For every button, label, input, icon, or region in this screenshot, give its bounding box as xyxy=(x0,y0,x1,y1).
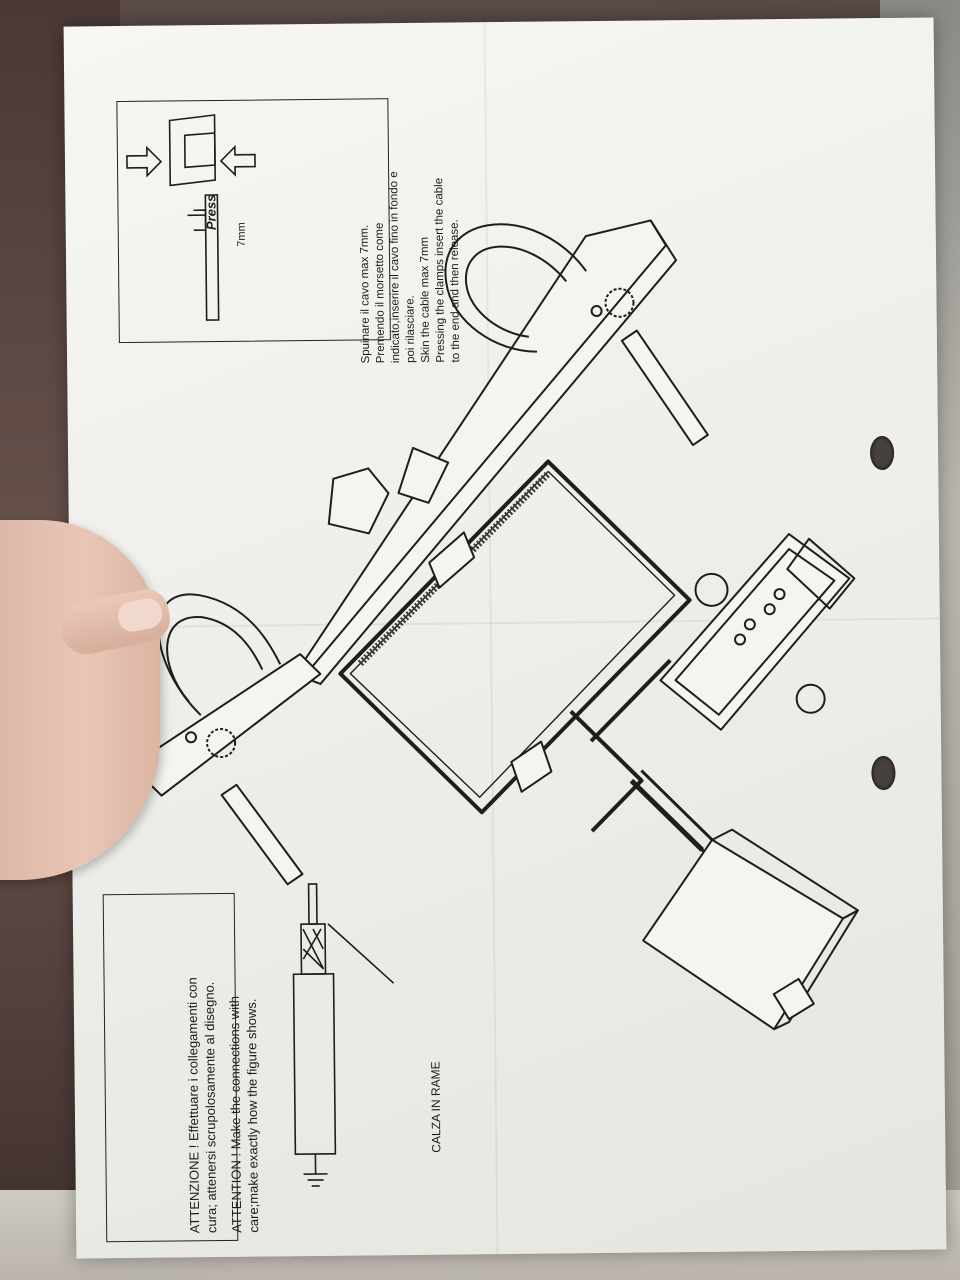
tip-line: Pressing the clamps insert the cable xyxy=(433,177,448,363)
press-label: Press xyxy=(203,194,219,231)
hand xyxy=(0,520,160,880)
cable-stripping-tip-box xyxy=(116,98,391,344)
calza-in-rame-label: CALZA IN RAME xyxy=(428,1061,444,1153)
warning-it-line-2: cura; attenersi scrupolosamente al diseg… xyxy=(201,981,220,1234)
strip-length-label: 7mm xyxy=(235,222,248,247)
cable-stripping-instructions: Spuinare il cavo max 7mm. Premendo il mo… xyxy=(357,171,464,364)
instruction-sheet: Press 7mm Spuinare il cavo max 7mm. Prem… xyxy=(63,17,947,1259)
warning-en-line-2: care;make exactly how the figure shows. xyxy=(243,998,262,1233)
wiring-diagram xyxy=(126,114,859,1187)
tip-line: to the end and then release. xyxy=(448,219,463,363)
tip-line: indicato,inserire il cavo fino in fondo … xyxy=(388,171,403,364)
attention-warning-text: ATTENZIONE ! Effettuare i collegamenti c… xyxy=(184,977,263,1234)
